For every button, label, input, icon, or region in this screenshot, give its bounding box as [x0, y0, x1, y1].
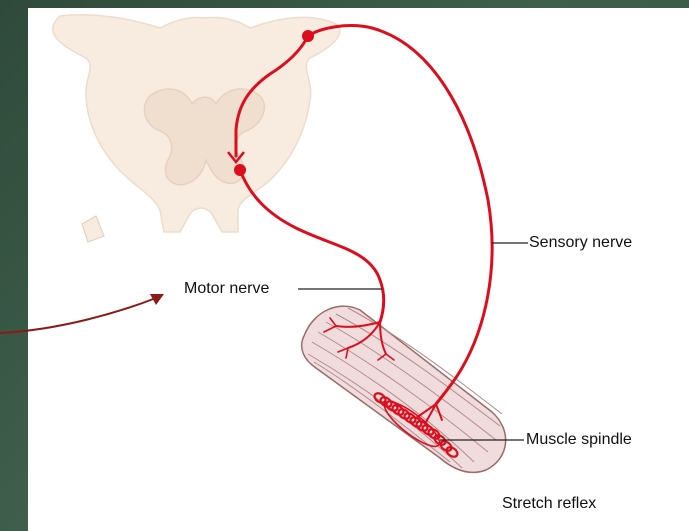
curved-arrow-icon [0, 294, 164, 333]
muscle-body [302, 306, 506, 472]
motor-neuron-cell-body [234, 164, 246, 176]
motor-nerve-label: Motor nerve [184, 280, 269, 298]
muscle [302, 306, 506, 472]
muscle-spindle-label: Muscle spindle [526, 431, 632, 449]
ventral-root-stub [82, 216, 104, 242]
spinal-cord-cross-section [53, 15, 340, 242]
sensory-ganglion-cell-body [302, 30, 314, 42]
figure-caption: Stretch reflex [502, 495, 596, 513]
sensory-nerve-label: Sensory nerve [529, 234, 632, 252]
